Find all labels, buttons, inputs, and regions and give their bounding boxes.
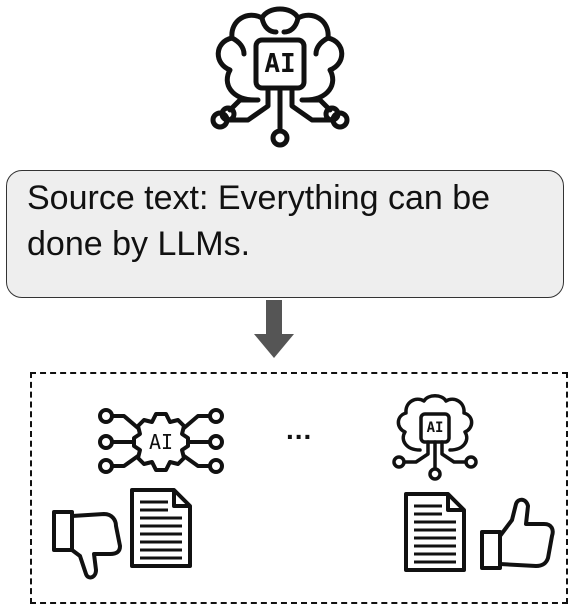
down-arrow-icon bbox=[252, 300, 296, 360]
candidates-box bbox=[30, 372, 568, 604]
ai-chip-circuit-icon: AI bbox=[98, 398, 224, 476]
ai-label: AI bbox=[426, 420, 444, 436]
ai-brain-icon: AI bbox=[388, 392, 482, 482]
ai-label: AI bbox=[264, 49, 296, 79]
thumbs-up-icon bbox=[480, 496, 556, 572]
thumbs-down-icon bbox=[52, 508, 124, 582]
ai-label: AI bbox=[148, 430, 174, 454]
document-icon bbox=[128, 486, 194, 570]
document-icon bbox=[402, 490, 468, 574]
ellipsis: ... bbox=[286, 414, 313, 445]
ai-brain-icon: AI bbox=[200, 2, 360, 152]
source-text: Source text: Everything can be done by L… bbox=[27, 179, 491, 263]
source-text-box: Source text: Everything can be done by L… bbox=[6, 170, 564, 298]
